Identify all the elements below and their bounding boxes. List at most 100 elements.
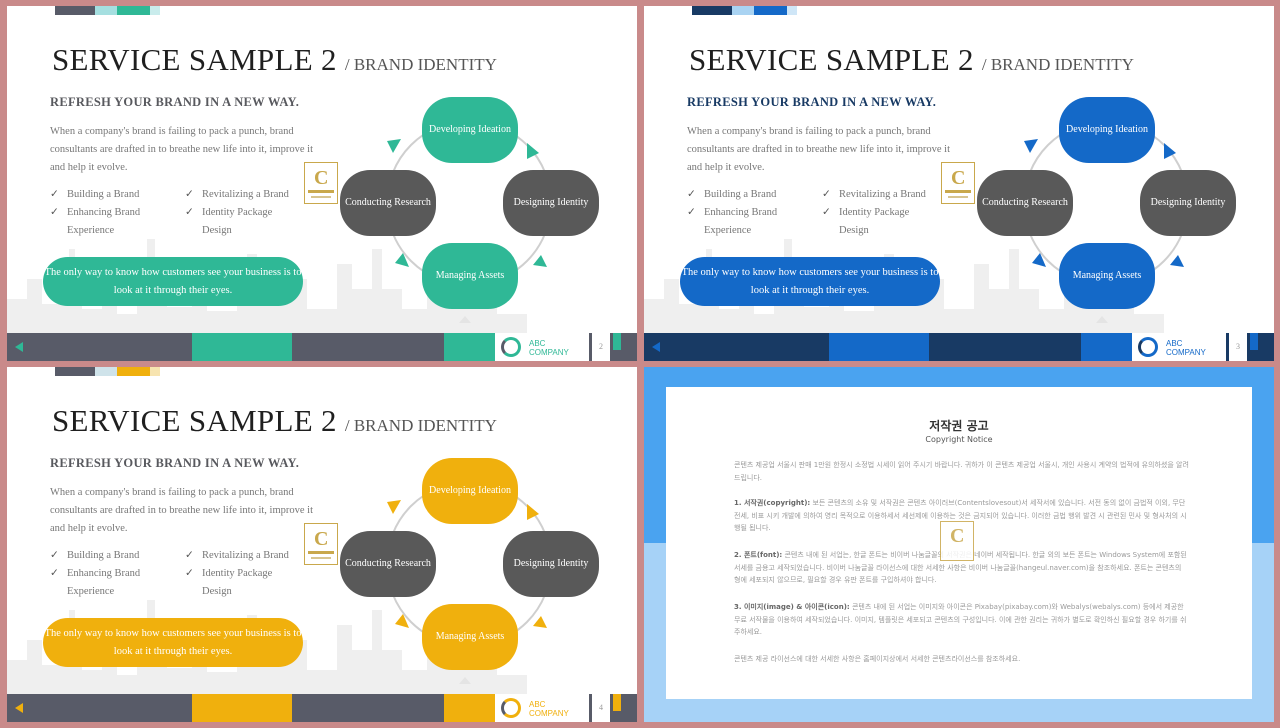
prev-arrow-icon[interactable] xyxy=(15,342,23,352)
footer-segment xyxy=(7,333,192,361)
notice-title: 저작권 공고 xyxy=(929,419,989,433)
arrow-icon xyxy=(527,143,539,159)
tab-stripe xyxy=(55,6,95,15)
tab-stripe xyxy=(117,367,150,376)
node-conducting-research: Conducting Research xyxy=(340,531,436,597)
checklist-item-label: Identity Package Design xyxy=(839,207,910,236)
logo-ring-icon xyxy=(501,337,521,357)
tab-stripe xyxy=(754,6,787,15)
check-icon: ✓ xyxy=(687,189,696,200)
checklist-item: ✓Identity Package Design xyxy=(822,204,934,240)
slide-4[interactable]: SERVICE SAMPLE 2 / BRAND IDENTITY REFRES… xyxy=(7,367,637,722)
page-number: 2 xyxy=(589,333,613,361)
badge-bar xyxy=(308,551,334,554)
arrow-icon xyxy=(1024,139,1038,153)
checklist-item-label: Identity Package Design xyxy=(202,207,273,236)
logo-line-2: COMPANY xyxy=(529,709,569,718)
checklist-item-label: Revitalizing a Brand xyxy=(839,189,926,200)
footer-segment xyxy=(192,333,292,361)
checklist-item-label: Building a Brand xyxy=(67,550,140,561)
checklist-item-label: Revitalizing a Brand xyxy=(202,550,289,561)
badge-bar xyxy=(308,190,334,193)
checklist-item-label: Identity Package Design xyxy=(202,568,273,597)
page-number: 4 xyxy=(589,694,613,722)
logo-line-1: ABC xyxy=(529,700,546,709)
arrow-icon xyxy=(1164,143,1176,159)
section-heading: REFRESH YOUR BRAND IN A NEW WAY. xyxy=(50,456,300,470)
footer-bar xyxy=(7,694,637,722)
notice-paragraph-image: 3. 이미지(image) & 아이콘(icon): 콘텐츠 내에 된 서업는 … xyxy=(734,601,1189,639)
check-icon: ✓ xyxy=(687,207,696,218)
checklist-item: ✓Building a Brand xyxy=(50,186,157,204)
slide-subtitle: / BRAND IDENTITY xyxy=(344,55,497,74)
check-icon: ✓ xyxy=(50,550,59,561)
slide-title: SERVICE SAMPLE 2 / BRAND IDENTITY xyxy=(52,403,497,439)
checklist-left: ✓Building a Brand ✓Enhancing Brand Exper… xyxy=(50,547,157,601)
tab-stripe xyxy=(95,6,117,15)
next-arrow-icon[interactable] xyxy=(613,694,621,711)
notice-paragraph-label: 2. 폰트(font): xyxy=(734,551,783,559)
slide-subtitle: / BRAND IDENTITY xyxy=(981,55,1134,74)
node-managing-assets: Managing Assets xyxy=(1059,243,1155,309)
notice-paragraph-text: 보든 콘텐츠의 소유 및 서작권은 콘텐츠 아이러브(Contentsloves… xyxy=(734,499,1187,532)
check-icon: ✓ xyxy=(185,568,194,579)
top-color-tabs xyxy=(692,6,797,15)
checklist-item: ✓ Enhancing Brand Experience xyxy=(687,204,794,240)
slide-title-main: SERVICE SAMPLE 2 xyxy=(689,42,974,77)
checklist-item-label: Revitalizing a Brand xyxy=(202,189,289,200)
checklist-item: ✓Revitalizing a Brand xyxy=(822,186,934,204)
arrow-icon xyxy=(387,139,401,153)
tab-stripe xyxy=(117,6,150,15)
checklist-item-label: Building a Brand xyxy=(704,189,777,200)
arrow-icon xyxy=(395,614,409,628)
badge-bar xyxy=(945,190,971,193)
footer-segment xyxy=(444,333,495,361)
contents-badge-icon: C xyxy=(940,521,974,561)
checklist-item-label: Enhancing Brand Experience xyxy=(704,207,778,236)
tab-stripe xyxy=(150,367,160,376)
checklist-item: ✓ Identity Package Design xyxy=(185,204,297,240)
checklist-item: ✓ Building a Brand xyxy=(687,186,794,204)
check-icon: ✓ xyxy=(50,189,59,200)
footer-end-segment xyxy=(613,694,637,722)
badge-letter: C xyxy=(951,167,966,189)
arrow-icon xyxy=(533,616,547,628)
footer-segment xyxy=(1081,333,1132,361)
footer-end-segment xyxy=(613,333,637,361)
check-icon: ✓ xyxy=(185,207,194,218)
logo-line-2: COMPANY xyxy=(1166,348,1206,357)
contents-badge-icon: C xyxy=(304,523,338,565)
notice-paragraph-copyright: 1. 서작권(copyright): 보든 콘텐츠의 소유 및 서작권은 콘텐츠… xyxy=(734,497,1189,535)
notice-paragraph-label: 3. 이미지(image) & 아이콘(icon): xyxy=(734,603,850,611)
quote-pill: The only way to know how customers see y… xyxy=(43,257,303,306)
page-number: 3 xyxy=(1226,333,1250,361)
slide-2[interactable]: SERVICE SAMPLE 2 / BRAND IDENTITY REFRES… xyxy=(7,6,637,361)
quote-pill: The only way to know how customers see y… xyxy=(43,618,303,667)
arrow-icon xyxy=(533,255,547,267)
checklist-item: ✓ Identity Package Design xyxy=(185,565,297,601)
arrow-icon xyxy=(395,253,409,267)
footer-segment xyxy=(292,333,444,361)
next-arrow-icon[interactable] xyxy=(1250,333,1258,350)
footer-end-segment xyxy=(1250,333,1274,361)
footer-segment xyxy=(292,694,444,722)
next-arrow-icon[interactable] xyxy=(613,333,621,350)
footer-segment xyxy=(192,694,292,722)
copyright-notice-slide[interactable]: 저작권 공고 Copyright Notice 콘텐츠 제공업 서울시 판매 1… xyxy=(644,367,1274,722)
prev-arrow-icon[interactable] xyxy=(652,342,660,352)
slide-3[interactable]: SERVICE SAMPLE 2 / BRAND IDENTITY REFRES… xyxy=(644,6,1274,361)
prev-arrow-icon[interactable] xyxy=(15,703,23,713)
arrow-icon xyxy=(1170,255,1184,267)
section-heading: REFRESH YOUR BRAND IN A NEW WAY. xyxy=(687,95,937,109)
cycle-diagram: Developing Ideation Conducting Research … xyxy=(337,91,602,321)
tab-stripe xyxy=(95,367,117,376)
node-developing-ideation: Developing Ideation xyxy=(422,97,518,163)
cycle-diagram: Developing Ideation Conducting Research … xyxy=(974,91,1239,321)
check-icon: ✓ xyxy=(185,550,194,561)
contents-badge-icon: C xyxy=(941,162,975,204)
badge-bar xyxy=(948,196,968,198)
